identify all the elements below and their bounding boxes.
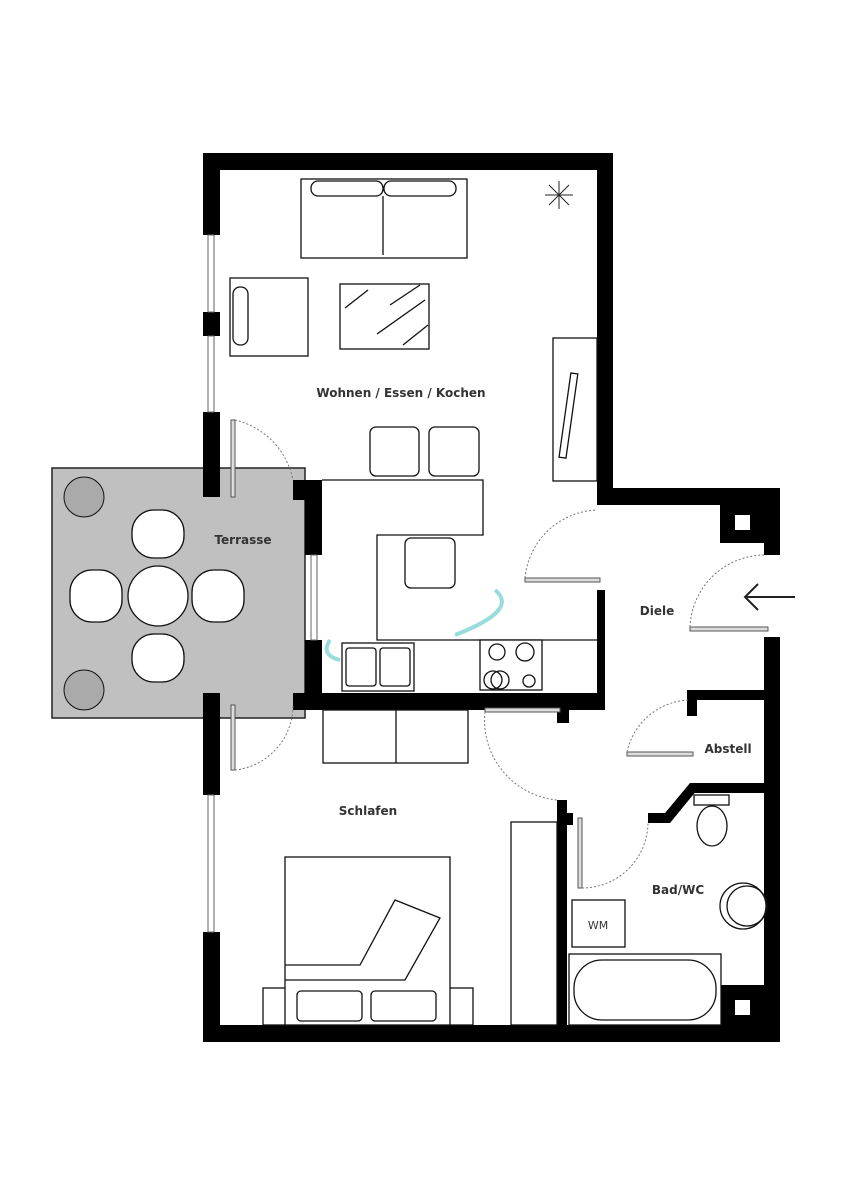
walls (203, 153, 780, 1042)
room-label-terrace: Terrasse (214, 533, 271, 547)
wardrobe (322, 709, 469, 764)
room-label-bedroom: Schlafen (339, 804, 397, 818)
plant-icon (545, 181, 573, 209)
terrace-table-set (69, 509, 245, 683)
bathtub (568, 953, 722, 1026)
windows (207, 234, 318, 933)
room-label-storage: Abstell (704, 742, 751, 756)
room-label-bath: Bad/WC (652, 883, 704, 897)
terrace-plants (63, 476, 105, 711)
coffee-table (339, 283, 430, 350)
tv-cabinet (552, 337, 598, 482)
bar-stools (369, 426, 480, 589)
bed (262, 856, 474, 1026)
armchair (229, 277, 309, 357)
sofa (300, 178, 468, 259)
kitchen-counter (322, 479, 597, 692)
washing-machine: WM (571, 899, 626, 948)
closet (510, 821, 558, 1026)
toilet (693, 794, 730, 847)
room-label-hall: Diele (640, 604, 674, 618)
washing-machine-label: WM (588, 919, 608, 932)
room-label-living: Wohnen / Essen / Kochen (316, 386, 485, 400)
washbasin (719, 882, 768, 930)
watermark-swoosh (324, 588, 504, 662)
doors[interactable] (230, 419, 769, 889)
entrance-arrow-icon (743, 583, 795, 611)
